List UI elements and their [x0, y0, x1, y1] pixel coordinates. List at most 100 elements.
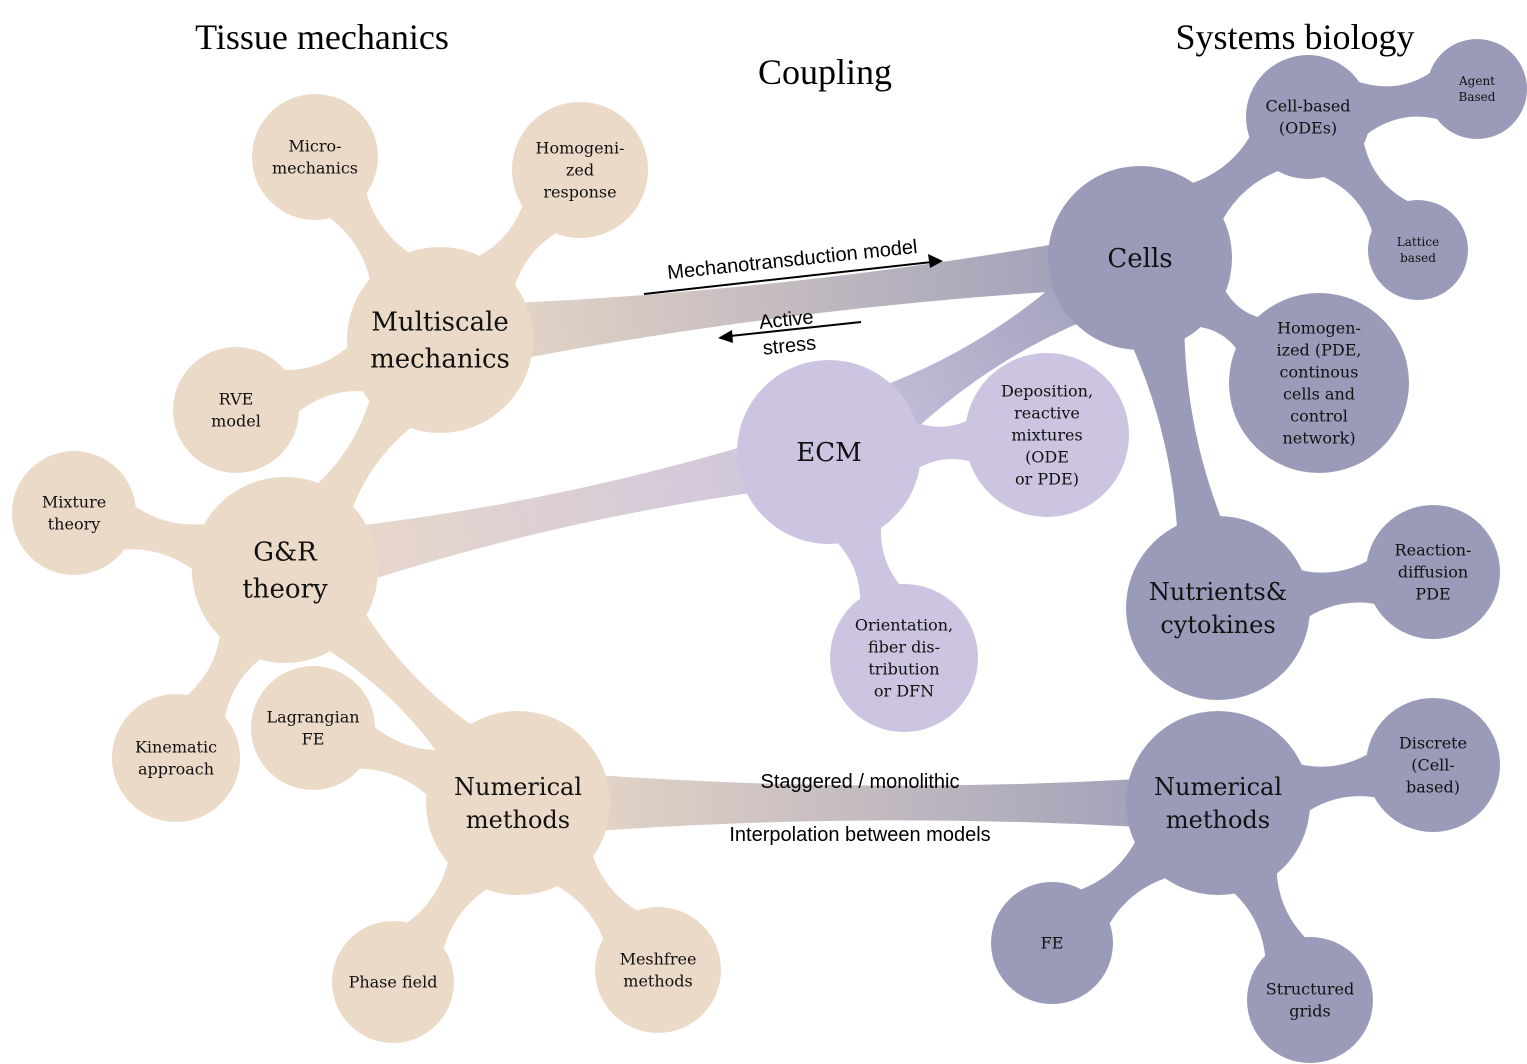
node-lagrangian[interactable] [251, 666, 375, 790]
node-label-line: methods [1166, 806, 1270, 834]
node-phase[interactable] [332, 921, 454, 1043]
edge-gr-ecm [356, 445, 758, 581]
edge-gr-mixture [118, 503, 216, 577]
node-label-line: fiber dis- [868, 638, 940, 657]
node-structured[interactable] [1247, 937, 1373, 1063]
node-label-discrete: Discrete (Cell-based) [1399, 734, 1467, 797]
node-fe[interactable] [991, 882, 1113, 1004]
node-gr[interactable] [192, 477, 378, 663]
node-label-line: (ODEs) [1279, 119, 1337, 138]
node-label-line: PDE [1415, 585, 1450, 604]
edge-gr-num-left [321, 606, 480, 765]
node-label-line: diffusion [1398, 563, 1468, 582]
node-label-deposition: Deposition, reactive mixtures (ODE or PDE) [1001, 382, 1093, 489]
node-label-line: Phase field [349, 973, 438, 992]
node-mixture[interactable] [12, 451, 136, 575]
node-label-line: or PDE) [1015, 470, 1079, 489]
node-deposition[interactable] [965, 353, 1129, 517]
node-label-line: Deposition, [1001, 382, 1093, 401]
mechanotransduction-arrowhead-icon [928, 254, 943, 268]
node-label-line: control [1290, 407, 1348, 426]
node-cells[interactable] [1048, 166, 1232, 350]
node-label-line: Lagrangian [266, 708, 359, 727]
title-systems-biology: Systems biology [1175, 17, 1414, 57]
node-label-line: or DFN [874, 682, 934, 701]
node-label-line: theory [48, 515, 101, 534]
node-label-line: Orientation, [855, 616, 953, 635]
node-micromech[interactable] [252, 94, 378, 220]
node-label-line: theory [242, 575, 328, 605]
active-stress-annotation: Active stress [718, 306, 862, 360]
node-label-cells: Cells [1107, 244, 1172, 274]
node-label-line: mixtures [1011, 426, 1082, 445]
node-label-line: based [1400, 251, 1436, 265]
active-stress-arrow-line [729, 321, 862, 337]
node-label-line: Discrete [1399, 734, 1467, 753]
node-label-line: Structured [1266, 980, 1354, 999]
node-label-line: Reaction- [1395, 541, 1472, 560]
node-homog-pde[interactable] [1229, 293, 1409, 473]
node-label-line: mechanics [272, 159, 358, 178]
node-label-line: FE [1041, 934, 1064, 953]
active-stress-arrowhead-icon [718, 330, 733, 343]
node-label-line: Numerical [454, 773, 582, 801]
node-label-line: Meshfree [620, 950, 697, 969]
node-orientation[interactable] [830, 584, 978, 732]
node-label-cellbased: Cell-based (ODEs) [1265, 97, 1350, 138]
node-label-line: methods [466, 806, 570, 834]
node-label-line: Cell-based [1265, 97, 1350, 116]
edge-multiscale-gr [309, 389, 420, 518]
node-rve[interactable] [173, 347, 299, 473]
node-label-line: zed [566, 161, 594, 180]
node-label-line: (ODE [1025, 448, 1069, 467]
node-nutrients[interactable] [1126, 516, 1310, 700]
node-label-num-left: Numerical methods [454, 773, 582, 834]
node-label-line: Agent [1458, 74, 1495, 88]
edge-ecm-cells [880, 279, 1087, 435]
node-label-fe: FE [1041, 934, 1064, 953]
node-cellbased[interactable] [1246, 55, 1370, 179]
node-agent[interactable] [1427, 39, 1527, 139]
node-num-right[interactable] [1126, 711, 1310, 895]
node-label-micromech: Micro-mechanics [272, 137, 358, 178]
node-label-line: Cells [1107, 244, 1172, 274]
node-label-line: reactive [1014, 404, 1080, 423]
node-label-line: Kinematic [135, 738, 217, 757]
node-homog-resp[interactable] [512, 102, 648, 238]
title-coupling: Coupling [758, 52, 892, 92]
node-label-line: Mixture [42, 493, 106, 512]
node-label-line: cytokines [1160, 611, 1275, 639]
node-label-line: based) [1406, 778, 1460, 797]
node-lattice[interactable] [1368, 200, 1468, 300]
active-stress-label-line2: stress [762, 332, 817, 359]
node-label-line: mechanics [370, 345, 510, 375]
node-label-line: (Cell- [1411, 756, 1455, 775]
node-discrete[interactable] [1366, 698, 1500, 832]
node-kinematic[interactable] [112, 694, 240, 822]
node-reaction[interactable] [1366, 505, 1500, 639]
node-multiscale[interactable] [347, 247, 533, 433]
node-meshfree[interactable] [595, 907, 721, 1033]
node-label-line: Based [1459, 90, 1496, 104]
node-label-line: cells and [1283, 385, 1355, 404]
node-label-line: approach [138, 760, 214, 779]
edge-num-left-num-right [596, 775, 1140, 831]
node-label-line: ECM [796, 438, 862, 468]
node-label-line: Micro- [288, 137, 341, 156]
node-label-ecm: ECM [796, 438, 862, 468]
node-ecm[interactable] [737, 360, 921, 544]
node-num-left[interactable] [426, 711, 610, 895]
